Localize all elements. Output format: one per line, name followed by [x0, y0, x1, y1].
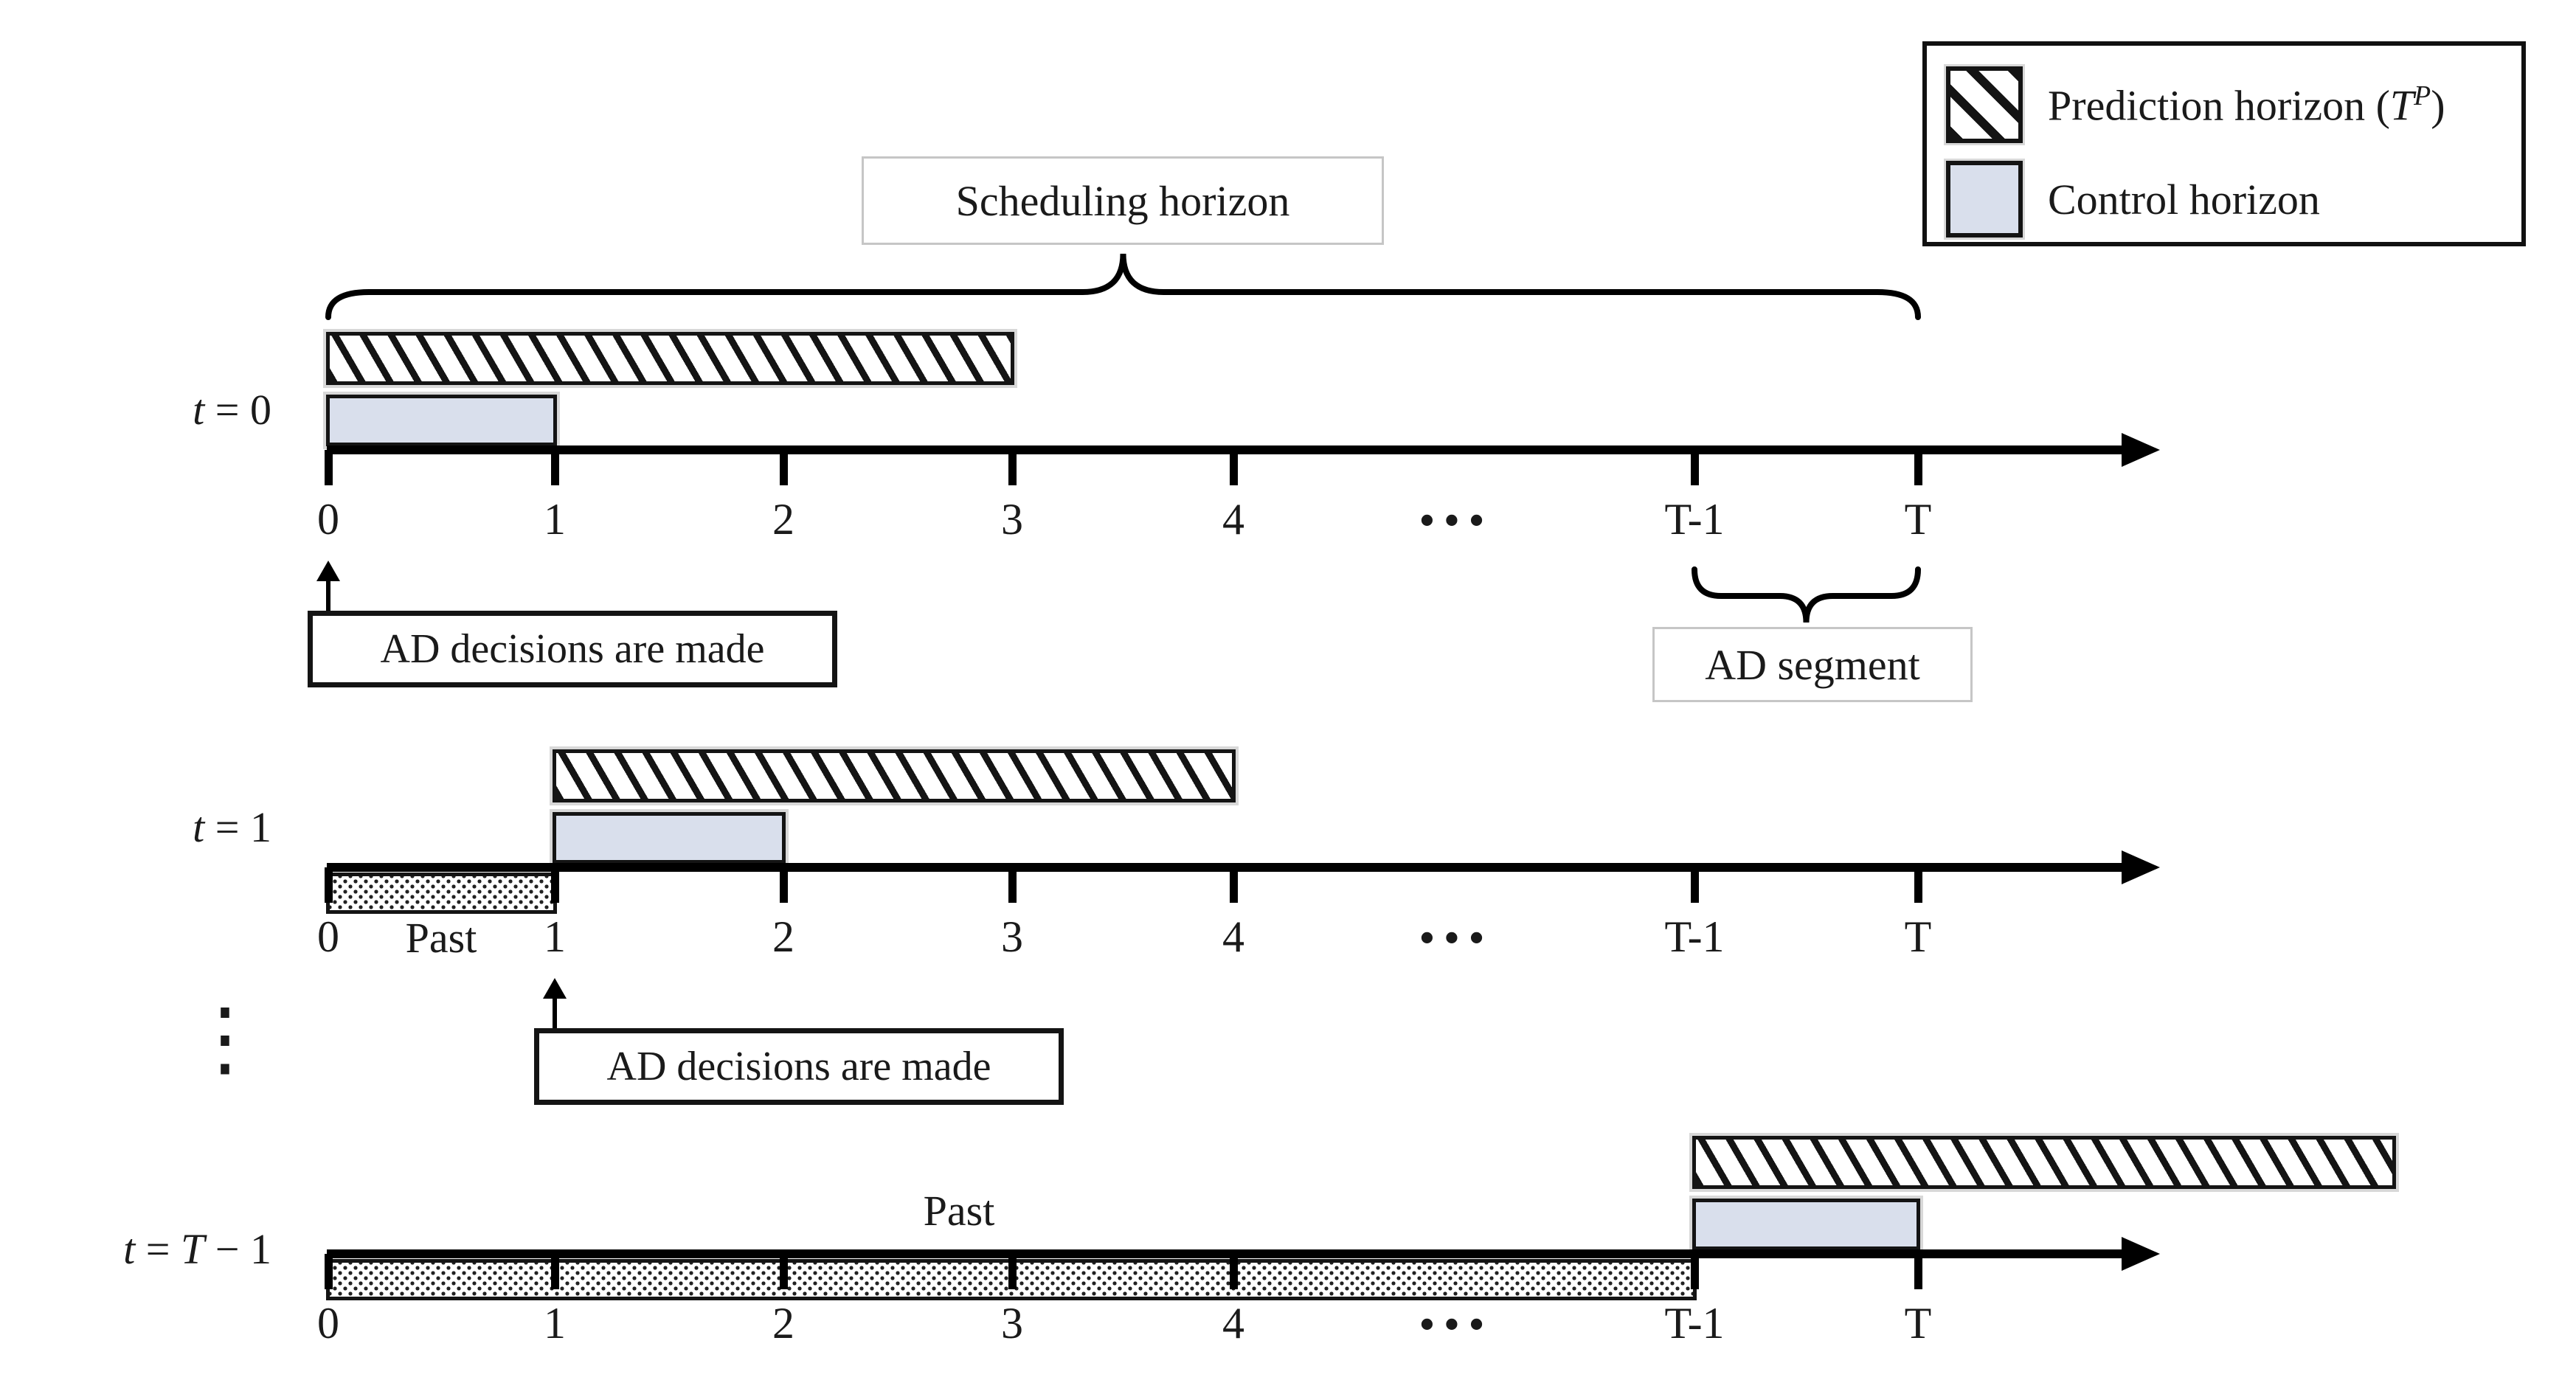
decision-arrow-head: [316, 561, 340, 581]
tick-mark: [1691, 450, 1699, 485]
legend-item-prediction: Prediction horizon (TP): [1946, 66, 2445, 143]
axis-arrowhead: [2122, 433, 2160, 467]
prediction-hatch-swatch: [1946, 66, 2023, 143]
tick-mark: [325, 867, 333, 903]
tick-mark: [1008, 867, 1017, 903]
tick-label: 3: [1001, 1299, 1023, 1348]
tick-mark: [1008, 1254, 1017, 1289]
axis-ellipsis: •••: [1419, 915, 1495, 961]
text-segment: ): [2431, 81, 2445, 130]
scheduling-horizon-brace: [325, 253, 1921, 320]
vertical-ellipsis: ⋮: [184, 991, 266, 1086]
text-segment: − 1: [204, 1225, 271, 1273]
past-bar: [326, 873, 557, 914]
prediction-horizon-bar: [326, 332, 1014, 385]
control-horizon-bar: [553, 812, 786, 864]
tick-mark: [551, 867, 559, 903]
tick-label: T-1: [1664, 495, 1725, 544]
text-segment: =: [135, 1225, 181, 1273]
tick-label: T-1: [1664, 912, 1725, 961]
text-segment: P: [2414, 80, 2431, 111]
tick-mark: [780, 1254, 788, 1289]
text-segment: t: [193, 386, 205, 434]
scheduling-horizon-box: Scheduling horizon: [862, 156, 1384, 245]
time-axis: [327, 445, 2122, 454]
axis-arrowhead: [2122, 850, 2160, 884]
text-segment: t: [193, 803, 205, 851]
time-axis: [327, 863, 2122, 872]
decision-arrow-head: [543, 978, 567, 999]
tick-mark: [780, 450, 788, 485]
tick-label: 3: [1001, 912, 1023, 961]
tick-label: T-1: [1664, 1299, 1725, 1348]
decision-arrow-stem: [326, 581, 330, 611]
control-horizon-bar: [326, 395, 557, 446]
legend: Prediction horizon (TP) Control horizon: [1922, 41, 2526, 246]
decision-arrow-stem: [553, 999, 557, 1028]
prediction-horizon-bar: [553, 749, 1236, 802]
tick-mark: [1914, 450, 1922, 485]
time-axis: [327, 1249, 2122, 1258]
text-segment: Prediction horizon (: [2048, 81, 2390, 130]
tick-label: 4: [1222, 912, 1244, 961]
text-segment: = 1: [204, 803, 271, 851]
tick-label: T: [1904, 1299, 1932, 1348]
ad-segment-brace: [1692, 566, 1921, 623]
tick-label: 2: [772, 1299, 794, 1348]
ad-decisions-box: AD decisions are made: [534, 1028, 1064, 1105]
tick-mark: [1914, 867, 1922, 903]
tick-label: 3: [1001, 495, 1023, 544]
prediction-horizon-bar: [1692, 1136, 2396, 1189]
tick-label: 1: [544, 912, 566, 961]
tick-label: T: [1904, 912, 1932, 961]
tick-mark: [1008, 450, 1017, 485]
tick-label: 1: [544, 1299, 566, 1348]
tick-mark: [551, 1254, 559, 1289]
axis-arrowhead: [2122, 1237, 2160, 1271]
ad-segment-label: AD segment: [1705, 640, 1920, 689]
tick-label: 4: [1222, 1299, 1244, 1348]
text-segment: T: [2389, 81, 2414, 130]
tick-label: 4: [1222, 495, 1244, 544]
text-segment: T: [181, 1225, 205, 1273]
past-label: Past: [923, 1187, 995, 1235]
ad-decisions-box: AD decisions are made: [308, 611, 837, 687]
row-time-label: t = 0: [44, 385, 271, 434]
tick-label: 2: [772, 495, 794, 544]
tick-label: 0: [317, 495, 339, 544]
tick-label: 0: [317, 1299, 339, 1348]
row-time-label: t = T − 1: [44, 1224, 271, 1274]
tick-mark: [1914, 1254, 1922, 1289]
text-segment: Control horizon: [2048, 175, 2320, 223]
prediction-horizon-label: Prediction horizon (TP): [2048, 80, 2445, 130]
tick-mark: [325, 450, 333, 485]
tick-mark: [1691, 1254, 1699, 1289]
row-time-label: t = 1: [44, 802, 271, 852]
ad-decisions-label: AD decisions are made: [606, 1044, 991, 1089]
control-swatch: [1946, 161, 2023, 237]
tick-mark: [1230, 867, 1238, 903]
control-horizon-bar: [1692, 1199, 1920, 1250]
tick-label: 0: [317, 912, 339, 961]
tick-label: T: [1904, 495, 1932, 544]
scheduling-horizon-label: Scheduling horizon: [955, 176, 1290, 225]
ad-segment-box: AD segment: [1652, 627, 1973, 702]
ad-decisions-label: AD decisions are made: [380, 626, 765, 672]
tick-label: 2: [772, 912, 794, 961]
axis-ellipsis: •••: [1419, 1302, 1495, 1348]
tick-mark: [1230, 1254, 1238, 1289]
axis-ellipsis: •••: [1419, 498, 1495, 544]
tick-mark: [551, 450, 559, 485]
text-segment: = 0: [204, 386, 271, 434]
legend-item-control: Control horizon: [1946, 161, 2320, 237]
tick-mark: [1691, 867, 1699, 903]
tick-mark: [780, 867, 788, 903]
control-horizon-label: Control horizon: [2048, 175, 2320, 224]
text-segment: t: [123, 1225, 136, 1273]
tick-mark: [325, 1254, 333, 1289]
past-label: Past: [405, 914, 477, 962]
tick-mark: [1230, 450, 1238, 485]
tick-label: 1: [544, 495, 566, 544]
